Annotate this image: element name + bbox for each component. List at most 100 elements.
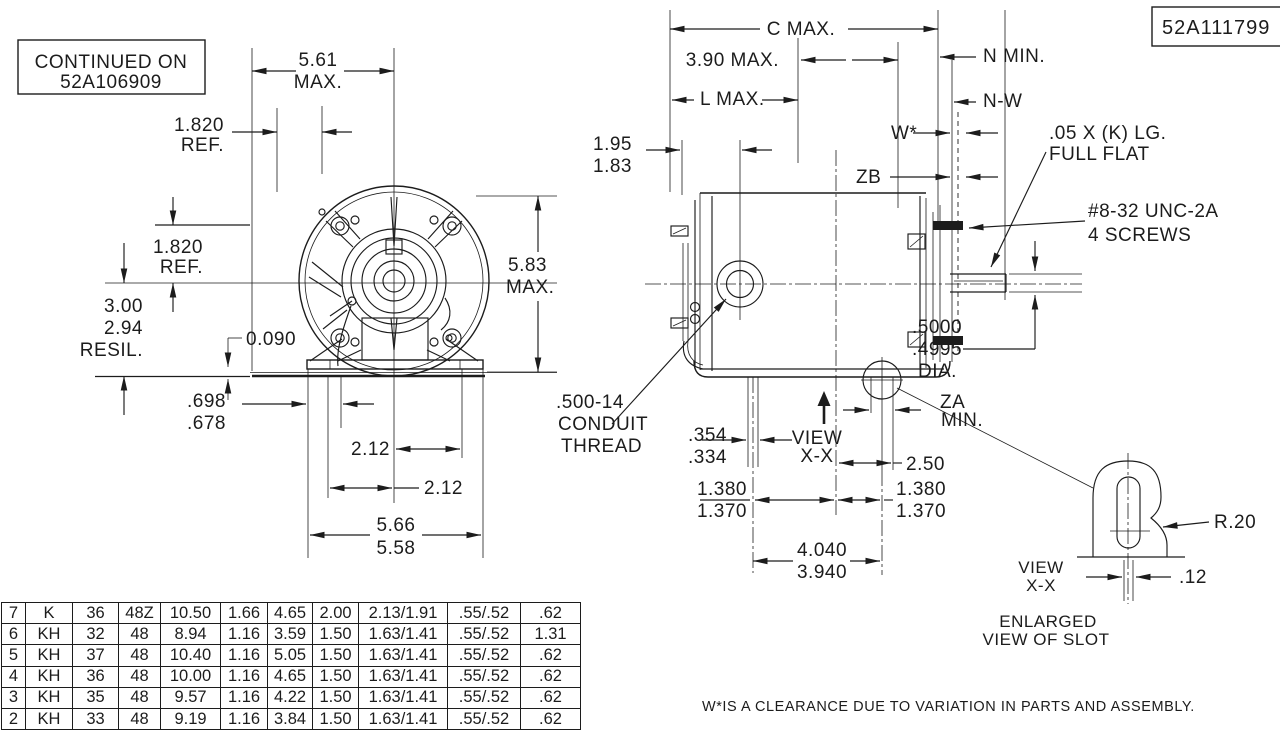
front-bolt-bosses <box>318 208 462 348</box>
motor-front-outline <box>298 185 490 377</box>
dim-250: 2.50 <box>839 454 945 475</box>
callout-full-flat-line1: .05 X (K) LG. <box>1049 123 1166 144</box>
side-extension-lines <box>669 10 1006 515</box>
table-cell: 48Z <box>118 602 161 625</box>
dim-slot-12: .12 <box>1086 567 1206 588</box>
table-cell: .55/.52 <box>447 686 521 709</box>
dim-shaft-dia-unit: DIA. <box>918 361 957 382</box>
callout-screws-line1: #8-32 UNC-2A <box>1088 201 1219 222</box>
table-cell: 48 <box>118 686 161 709</box>
dim-l-max-label: L MAX. <box>700 89 765 110</box>
table-cell: 48 <box>118 665 161 688</box>
slot-view-label-line2: X-X <box>1026 576 1056 595</box>
dim-slot-radius-value: R.20 <box>1214 512 1256 533</box>
dim-ref-top-unit: REF. <box>181 135 224 156</box>
table-cell: .62 <box>520 686 581 709</box>
table-cell: 1.50 <box>312 644 359 667</box>
dim-base-width-v2: 5.58 <box>377 538 416 559</box>
table-cell: 7 <box>1 602 26 625</box>
table-cell: 1.50 <box>312 665 359 688</box>
table-cell: 1.31 <box>520 623 581 646</box>
table-cell: 9.19 <box>160 707 221 731</box>
table-cell: .55/.52 <box>447 623 521 646</box>
table-cell: 1.50 <box>312 707 359 731</box>
table-cell: 2.00 <box>312 602 359 625</box>
callout-conduit-thread: .500-14 CONDUIT THREAD <box>556 298 727 457</box>
table-cell: 10.00 <box>160 665 221 688</box>
slot-caption-line2: VIEW OF SLOT <box>983 630 1110 649</box>
dim-slot-lh-v1: 1.380 <box>697 479 747 500</box>
dim-c-max-label: C MAX. <box>767 19 835 40</box>
table-cell: 36 <box>72 665 119 688</box>
continued-on-label: CONTINUED ON <box>35 52 188 73</box>
table-cell: .62 <box>520 665 581 688</box>
dim-bolt-left-value: 2.12 <box>424 478 463 499</box>
dim-ref-mid-value: 1.820 <box>153 237 203 258</box>
dim-ref-top: 1.820 REF. <box>174 106 352 192</box>
table-cell: 1.63/1.41 <box>358 707 448 731</box>
dim-za-min-line2: MIN. <box>941 410 983 431</box>
dim-ref-top-value: 1.820 <box>174 115 224 136</box>
table-cell: 32 <box>72 623 119 646</box>
table-cell: 33 <box>72 707 119 731</box>
table-cell: 4.22 <box>267 686 313 709</box>
dim-height-max: 5.83 MAX. <box>476 195 557 373</box>
dim-slot-radius: R.20 <box>1162 512 1256 533</box>
callout-conduit-line3: THREAD <box>561 436 642 457</box>
dim-ref-mid-unit: REF. <box>160 257 203 278</box>
mounting-screw-top <box>933 221 963 230</box>
dim-390-max: 3.90 MAX. <box>686 50 898 71</box>
table-cell: 1.16 <box>220 686 268 709</box>
table-cell: 1.16 <box>220 623 268 646</box>
table-cell: 1.50 <box>312 686 359 709</box>
drawing-number: 52A111799 <box>1162 17 1270 39</box>
table-cell: .62 <box>520 644 581 667</box>
dim-c-max: C MAX. <box>670 19 938 40</box>
dim-face-to-conduit-v2: 1.83 <box>593 156 632 177</box>
table-cell: 9.57 <box>160 686 221 709</box>
callout-screws-line2: 4 SCREWS <box>1088 225 1191 246</box>
mounting-screw-bottom <box>933 336 963 345</box>
enlarged-slot-view: R.20 .12 VIEW X-X ENLARGED VIEW OF SLOT <box>896 387 1256 649</box>
dim-bolt-span: 4.040 3.940 <box>753 540 880 583</box>
table-cell: 3.84 <box>267 707 313 731</box>
dim-base-width-v1: 5.66 <box>377 515 416 536</box>
table-cell: .55/.52 <box>447 665 521 688</box>
dim-ref-mid: 1.820 REF. <box>153 197 250 312</box>
table-cell: 36 <box>72 602 119 625</box>
table-cell: .55/.52 <box>447 707 521 731</box>
dim-height-resil-v2: 2.94 <box>104 318 143 339</box>
callout-full-flat-line2: FULL FLAT <box>1049 144 1150 165</box>
base-slots <box>747 357 903 575</box>
dim-w-star: W* <box>891 123 998 144</box>
callout-conduit-line1: .500-14 <box>556 392 624 413</box>
slot-boss-outline <box>1092 460 1168 557</box>
dim-n-min: N MIN. <box>940 46 1045 67</box>
table-cell: KH <box>25 623 73 646</box>
table-cell: 48 <box>118 707 161 731</box>
dim-250-value: 2.50 <box>906 454 945 475</box>
dim-slot-width: .354 .334 <box>688 425 792 468</box>
table-cell: 1.63/1.41 <box>358 623 448 646</box>
dim-height-resil: 3.00 2.94 RESIL. <box>80 243 143 415</box>
dim-shaft-dia: .5000 .4995 DIA. <box>912 241 1039 382</box>
dim-za-min: ZA MIN. <box>843 392 983 431</box>
dim-base-width: 5.66 5.58 <box>310 515 481 559</box>
dim-zb-label: ZB <box>856 167 881 188</box>
dim-height-resil-unit: RESIL. <box>80 340 143 361</box>
dim-zb: ZB <box>856 167 998 188</box>
dim-shaft-dia-v1: .5000 <box>912 317 962 338</box>
table-cell: 10.40 <box>160 644 221 667</box>
dim-shaft-dia-v2: .4995 <box>912 339 962 360</box>
clearance-footnote: W*IS A CLEARANCE DUE TO VARIATION IN PAR… <box>702 699 1195 715</box>
side-view: C MAX. 3.90 MAX. L MAX. N MIN. N-W W* <box>556 10 1219 583</box>
continued-on-block: CONTINUED ON 52A106909 <box>17 39 206 95</box>
table-cell: 4.65 <box>267 665 313 688</box>
table-cell: 35 <box>72 686 119 709</box>
dim-390-max-label: 3.90 MAX. <box>686 50 779 71</box>
dim-bolt-left: 2.12 <box>330 478 463 499</box>
